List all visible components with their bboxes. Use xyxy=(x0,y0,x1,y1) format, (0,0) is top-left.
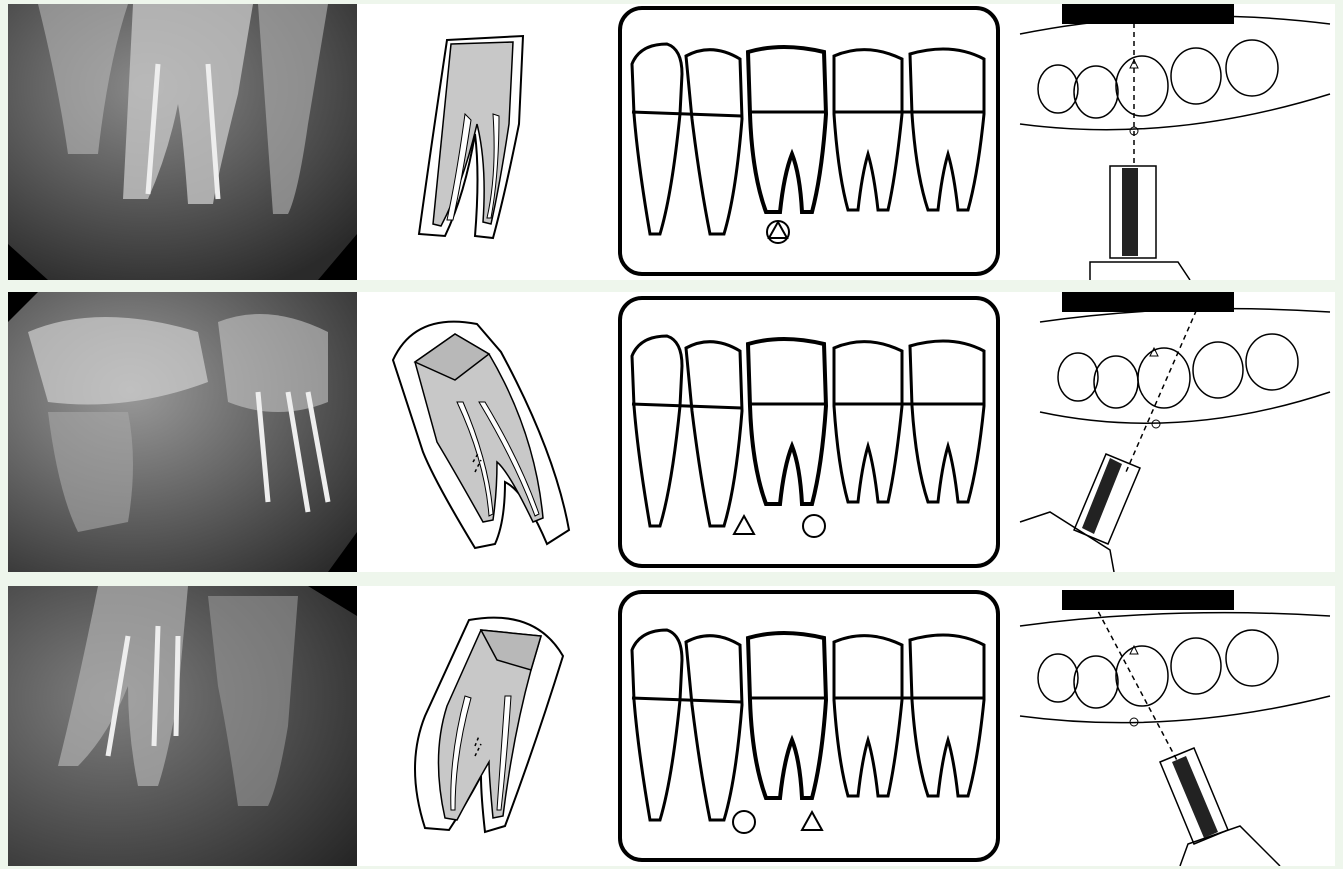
tube-position-illustration-3 xyxy=(1010,586,1335,866)
redaction-bar xyxy=(1062,590,1234,610)
tooth-row-illustration-1 xyxy=(612,4,1004,280)
root-illustration-3 xyxy=(385,586,585,866)
tooth-row-illustration-2 xyxy=(612,292,1004,572)
radiograph-3 xyxy=(8,586,357,866)
figure-row-2 xyxy=(0,292,1343,572)
figure-row-1 xyxy=(0,4,1343,280)
tooth-row-illustration-3 xyxy=(612,586,1004,866)
tube-position-illustration-2 xyxy=(1010,292,1335,572)
radiograph-1 xyxy=(8,4,357,280)
redaction-bar xyxy=(1062,4,1234,24)
tube-position-illustration-1 xyxy=(1010,4,1335,280)
root-illustration-2 xyxy=(385,292,585,572)
radiograph-2 xyxy=(8,292,357,572)
figure-row-3 xyxy=(0,586,1343,866)
root-illustration-1 xyxy=(385,4,585,280)
